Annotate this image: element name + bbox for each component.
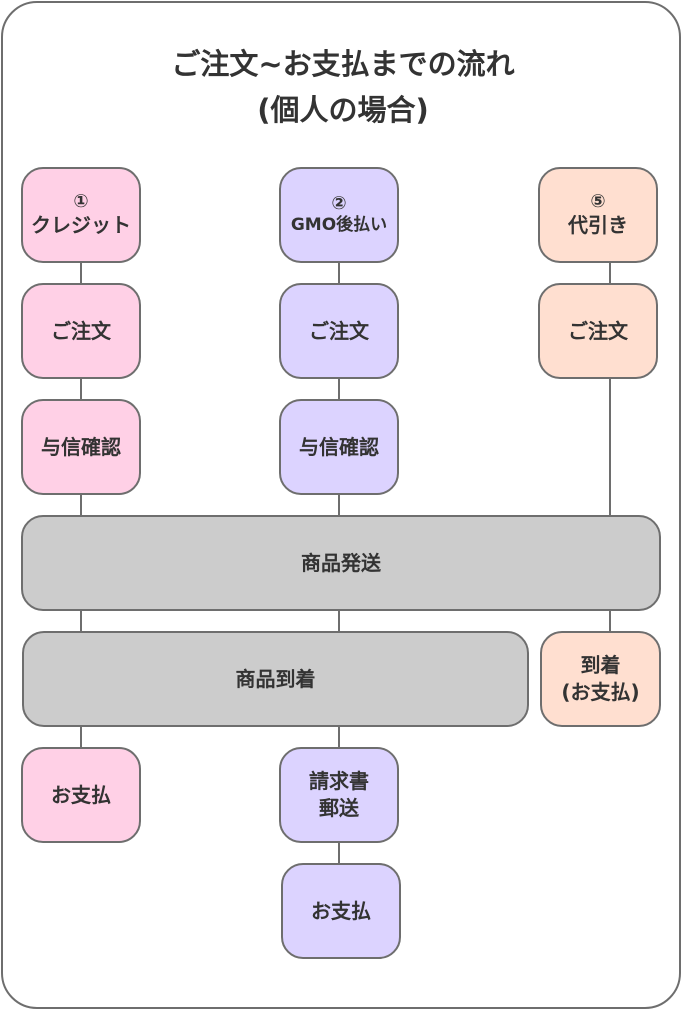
connector-credit-4 [80, 610, 82, 631]
connector-gmo-5 [338, 726, 340, 747]
connector-credit-3 [80, 494, 82, 515]
node-gmo-order: ご注文 [279, 283, 399, 379]
node-label: お支払 [311, 898, 371, 923]
node-shipping: 商品発送 [21, 515, 661, 611]
method-number: ① [73, 190, 89, 212]
node-label: 郵送 [319, 796, 359, 820]
node-gmo-payment: お支払 [281, 863, 401, 959]
node-label: ご注文 [51, 318, 111, 343]
method-label: 代引き [568, 213, 628, 238]
connector-gmo-2 [338, 378, 340, 399]
method-number: ② [331, 192, 347, 214]
node-cod-method: ⑤ 代引き [538, 167, 658, 263]
node-credit-order: ご注文 [21, 283, 141, 379]
node-cod-arrival: 到着 (お支払) [540, 631, 661, 727]
connector-cod-1 [609, 262, 611, 283]
node-arrival: 商品到着 [22, 631, 529, 727]
connector-gmo-4 [338, 610, 340, 631]
node-gmo-check: 与信確認 [279, 399, 399, 495]
node-label: ご注文 [568, 318, 628, 343]
method-number: ⑤ [590, 190, 606, 212]
node-label: お支払 [51, 782, 111, 807]
node-label: 到着 [580, 653, 621, 677]
node-gmo-method: ② GMO後払い [279, 167, 399, 263]
node-credit-method: ① クレジット [21, 167, 141, 263]
node-credit-payment: お支払 [21, 747, 141, 843]
method-label: クレジット [31, 213, 131, 238]
connector-credit-1 [80, 262, 82, 283]
node-label: (お支払) [561, 680, 640, 704]
method-label: GMO後払い [290, 215, 388, 236]
connector-cod-2 [609, 378, 611, 515]
connector-credit-5 [80, 726, 82, 747]
diagram-subtitle: (個人の場合) [257, 93, 429, 127]
connector-credit-2 [80, 378, 82, 399]
node-label: 請求書 [309, 769, 369, 793]
diagram-title: ご注文~お支払までの流れ [171, 47, 515, 81]
node-label: 商品到着 [235, 666, 316, 691]
node-cod-order: ご注文 [538, 283, 658, 379]
node-credit-check: 与信確認 [21, 399, 141, 495]
node-label: 与信確認 [299, 434, 379, 459]
connector-gmo-1 [338, 262, 340, 283]
connector-cod-3 [609, 610, 611, 631]
node-label: 商品発送 [301, 550, 381, 575]
connector-gmo-3 [338, 494, 340, 515]
node-label: 与信確認 [41, 434, 121, 459]
node-label: ご注文 [309, 318, 369, 343]
connector-gmo-6 [338, 842, 340, 863]
node-gmo-invoice: 請求書 郵送 [279, 747, 399, 843]
